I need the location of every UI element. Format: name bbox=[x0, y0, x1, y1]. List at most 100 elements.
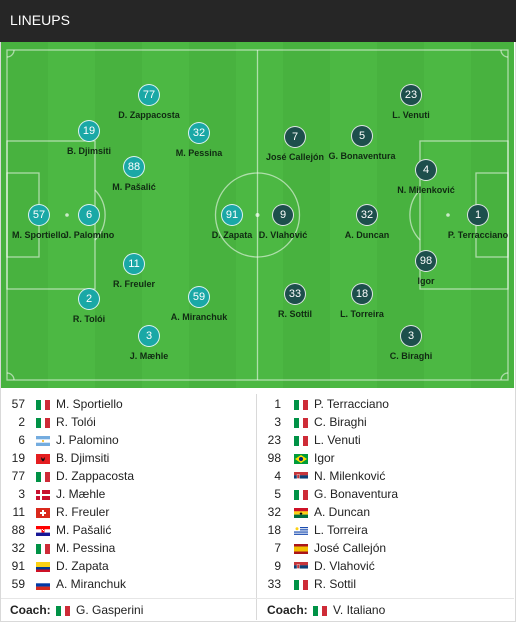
player-number: 33 bbox=[284, 283, 306, 305]
player-name: J. Mæhle bbox=[129, 351, 169, 361]
italy-flag bbox=[294, 417, 308, 428]
lineup-row[interactable]: 98 Igor bbox=[259, 448, 512, 466]
coach-separator bbox=[1, 598, 514, 599]
away-coach-name[interactable]: V. Italiano bbox=[333, 603, 386, 617]
brazil-flag bbox=[294, 453, 308, 464]
shirt-number: 91 bbox=[11, 559, 25, 573]
serbia-flag bbox=[294, 471, 308, 482]
lineup-row[interactable]: 23 L. Venuti bbox=[259, 430, 512, 448]
lineup-row[interactable]: 3 C. Biraghi bbox=[259, 412, 512, 430]
lineup-row[interactable]: 91 D. Zapata bbox=[1, 556, 254, 574]
player-name: R. Sottil bbox=[278, 309, 312, 319]
italy-flag bbox=[294, 399, 308, 410]
player-number: 91 bbox=[221, 204, 243, 226]
player-name: R. Freuler bbox=[112, 279, 155, 289]
shirt-number: 33 bbox=[267, 577, 281, 591]
player-number: 77 bbox=[138, 84, 160, 106]
home-lineup-list: 57 M. Sportiello 2 R. Tolói 6 J. Palomino 19 B.… bbox=[1, 394, 254, 592]
player-name: M. Pessina bbox=[175, 148, 223, 158]
croatia-flag bbox=[36, 525, 50, 536]
lineup-row[interactable]: 18 L. Torreira bbox=[259, 520, 512, 538]
player-name[interactable]: A. Duncan bbox=[314, 505, 371, 519]
player-name[interactable]: R. Tolói bbox=[56, 415, 96, 429]
lineup-row[interactable]: 11 R. Freuler bbox=[1, 502, 254, 520]
player-name[interactable]: J. Mæhle bbox=[56, 487, 106, 501]
shirt-number: 9 bbox=[274, 559, 281, 573]
player-name[interactable]: M. Pessina bbox=[56, 541, 116, 555]
denmark-flag bbox=[36, 489, 50, 500]
player-name[interactable]: R. Sottil bbox=[314, 577, 357, 591]
player-name: M. Pašalić bbox=[112, 182, 156, 192]
player-number: 19 bbox=[78, 120, 100, 142]
shirt-number: 57 bbox=[11, 397, 25, 411]
player-name[interactable]: M. Pašalić bbox=[56, 523, 112, 537]
player-number: 7 bbox=[284, 126, 306, 148]
player-name[interactable]: Igor bbox=[314, 451, 335, 465]
home-coach-row: Coach: G. Gasperini bbox=[1, 600, 254, 618]
player-name[interactable]: M. Sportiello bbox=[56, 397, 123, 411]
player-name[interactable]: C. Biraghi bbox=[314, 415, 367, 429]
player-number: 2 bbox=[78, 288, 100, 310]
italy-flag bbox=[294, 579, 308, 590]
player-name[interactable]: P. Terracciano bbox=[314, 397, 389, 411]
player-name[interactable]: D. Zapata bbox=[56, 559, 109, 573]
shirt-number: 19 bbox=[11, 451, 25, 465]
player-number: 57 bbox=[28, 204, 50, 226]
shirt-number: 6 bbox=[18, 433, 25, 447]
shirt-number: 3 bbox=[274, 415, 281, 429]
player-name: B. Djimsiti bbox=[66, 146, 111, 156]
player-name[interactable]: R. Freuler bbox=[56, 505, 110, 519]
player-name[interactable]: D. Vlahović bbox=[314, 559, 375, 573]
player-name[interactable]: N. Milenković bbox=[314, 469, 386, 483]
lineup-row[interactable]: 2 R. Tolói bbox=[1, 412, 254, 430]
shirt-number: 23 bbox=[267, 433, 281, 447]
player-name: A. Duncan bbox=[344, 230, 390, 240]
shirt-number: 98 bbox=[267, 451, 281, 465]
russia-flag bbox=[36, 579, 50, 590]
player-name: D. Zapata bbox=[211, 230, 253, 240]
player-number: 11 bbox=[123, 253, 145, 275]
player-number: 4 bbox=[415, 159, 437, 181]
player-name: L. Venuti bbox=[392, 110, 430, 120]
player-name[interactable]: J. Palomino bbox=[56, 433, 119, 447]
player-name[interactable]: D. Zappacosta bbox=[56, 469, 135, 483]
albania-flag bbox=[36, 453, 50, 464]
player-number: 1 bbox=[467, 204, 489, 226]
player-number: 3 bbox=[400, 325, 422, 347]
colombia-flag bbox=[36, 561, 50, 572]
player-name: C. Biraghi bbox=[389, 351, 433, 361]
player-name[interactable]: A. Miranchuk bbox=[56, 577, 127, 591]
shirt-number: 2 bbox=[18, 415, 25, 429]
player-name[interactable]: L. Venuti bbox=[314, 433, 361, 447]
player-number: 32 bbox=[188, 122, 210, 144]
spain-flag bbox=[294, 543, 308, 554]
lineup-row[interactable]: 9 D. Vlahović bbox=[259, 556, 512, 574]
player-name[interactable]: L. Torreira bbox=[314, 523, 368, 537]
argentina-flag bbox=[36, 435, 50, 446]
player-number: 5 bbox=[351, 125, 373, 147]
lineup-row[interactable]: 19 B. Djimsiti bbox=[1, 448, 254, 466]
shirt-number: 11 bbox=[12, 505, 25, 519]
lineup-row[interactable]: 33 R. Sottil bbox=[259, 574, 512, 592]
lineup-row[interactable]: 6 J. Palomino bbox=[1, 430, 254, 448]
player-name[interactable]: B. Djimsiti bbox=[56, 451, 110, 465]
shirt-number: 18 bbox=[267, 523, 281, 537]
player-name[interactable]: G. Bonaventura bbox=[314, 487, 399, 501]
shirt-number: 88 bbox=[11, 523, 25, 537]
lineup-row[interactable]: 88 M. Pašalić bbox=[1, 520, 254, 538]
italy-flag bbox=[36, 471, 50, 482]
home-coach-name[interactable]: G. Gasperini bbox=[76, 603, 144, 617]
player-number: 59 bbox=[188, 286, 210, 308]
lineup-row[interactable]: 57 M. Sportiello bbox=[1, 394, 254, 412]
player-name[interactable]: José Callejón bbox=[314, 541, 387, 555]
